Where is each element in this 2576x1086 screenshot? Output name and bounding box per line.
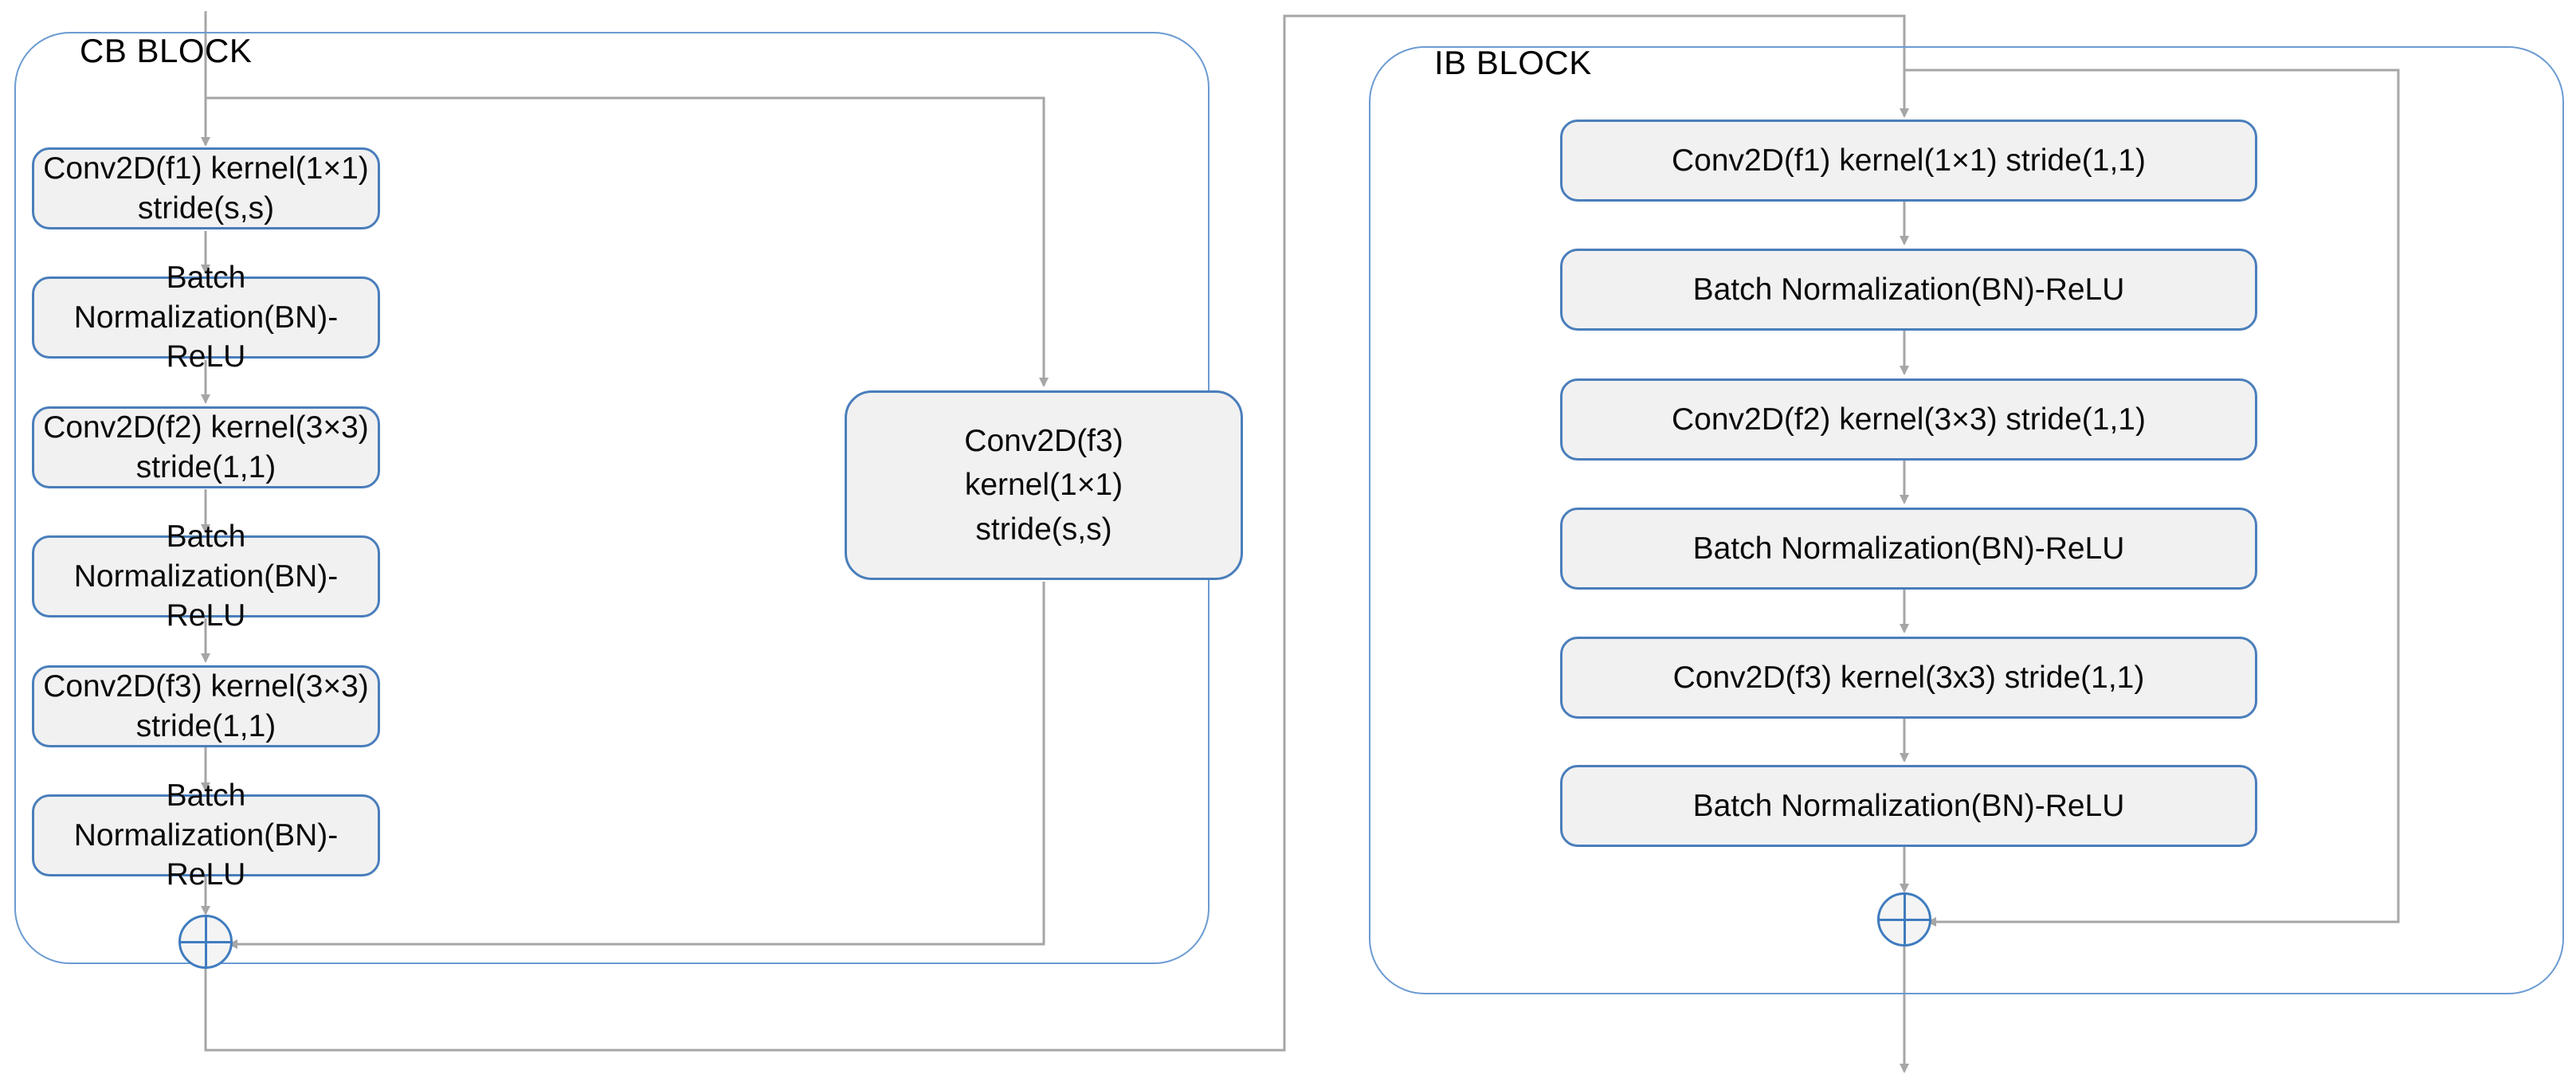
cb-add-icon bbox=[178, 915, 233, 969]
cb-node-bn1[interactable]: Batch Normalization(BN)-ReLU bbox=[32, 261, 380, 374]
cb-node-bn3[interactable]: Batch Normalization(BN)-ReLU bbox=[32, 778, 380, 892]
cb-shortcut-line-1: Conv2D(f3) bbox=[964, 423, 1123, 458]
cb-node-shortcut-conv[interactable]: Conv2D(f3) kernel(1×1) stride(s,s) bbox=[845, 390, 1243, 580]
ib-add-icon bbox=[1877, 892, 1931, 947]
ib-node-conv2[interactable]: Conv2D(f2) kernel(3×3) stride(1,1) bbox=[1560, 378, 2257, 461]
ib-block-title: IB BLOCK bbox=[1434, 44, 1592, 81]
ib-node-bn3[interactable]: Batch Normalization(BN)-ReLU bbox=[1560, 765, 2257, 847]
cb-node-bn2[interactable]: Batch Normalization(BN)-ReLU bbox=[32, 519, 380, 633]
ib-node-bn1[interactable]: Batch Normalization(BN)-ReLU bbox=[1560, 249, 2257, 331]
cb-shortcut-line-3: stride(s,s) bbox=[975, 512, 1112, 547]
cb-node-conv2[interactable]: Conv2D(f2) kernel(3×3) stride(1,1) bbox=[32, 406, 380, 488]
cb-node-conv1[interactable]: Conv2D(f1) kernel(1×1) stride(s,s) bbox=[32, 147, 380, 229]
cb-shortcut-line-2: kernel(1×1) bbox=[964, 468, 1123, 503]
ib-node-conv3[interactable]: Conv2D(f3) kernel(3x3) stride(1,1) bbox=[1560, 637, 2257, 719]
cb-node-conv3[interactable]: Conv2D(f3) kernel(3×3) stride(1,1) bbox=[32, 665, 380, 747]
ib-node-conv1[interactable]: Conv2D(f1) kernel(1×1) stride(1,1) bbox=[1560, 120, 2257, 202]
cb-block-title: CB BLOCK bbox=[80, 32, 253, 69]
ib-node-bn2[interactable]: Batch Normalization(BN)-ReLU bbox=[1560, 508, 2257, 590]
ib-block-container bbox=[1369, 46, 2564, 994]
